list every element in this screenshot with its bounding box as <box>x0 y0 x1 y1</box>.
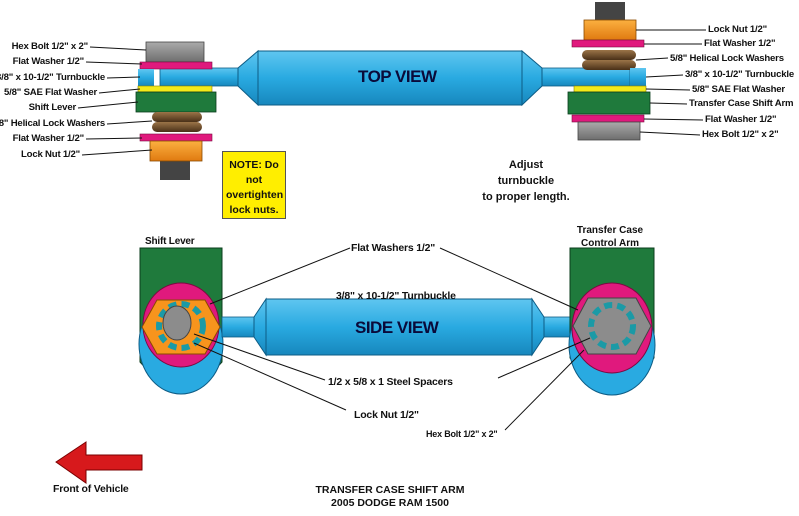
label-left-lock-nut: Lock Nut 1/2" <box>21 149 80 160</box>
label-right-flat-washer-bottom: Flat Washer 1/2" <box>705 114 777 125</box>
right-lock-nut <box>583 19 637 41</box>
right-flat-washer-top <box>571 39 645 48</box>
right-sae-washer <box>573 85 647 93</box>
label-flat-washers: Flat Washers 1/2" <box>351 242 436 254</box>
side-view-leader-lines <box>193 247 591 431</box>
left-lock-washer-2 <box>152 122 202 132</box>
left-hex-bolt-head <box>145 41 205 63</box>
label-right-lock-washers: 5/8" Helical Lock Washers <box>670 53 784 64</box>
label-transfer-case-arm: Transfer Case Control Arm <box>560 224 660 250</box>
left-flat-washer-bottom <box>139 133 213 142</box>
label-right-sae-washer: 5/8" SAE Flat Washer <box>692 84 785 95</box>
adjust-line-1: Adjust <box>508 159 544 171</box>
label-right-flat-washer-top: Flat Washer 1/2" <box>704 38 776 49</box>
label-right-hex-bolt: Hex Bolt 1/2" x 2" <box>702 129 779 140</box>
right-bolt-end <box>595 2 625 24</box>
left-lock-washer-1 <box>152 112 202 122</box>
top-view-leader-lines <box>77 29 706 156</box>
footer-title: TRANSFER CASE SHIFT ARM 2005 DODGE RAM 1… <box>290 484 490 510</box>
label-right-lock-nut: Lock Nut 1/2" <box>708 24 767 35</box>
right-shift-arm <box>567 91 651 115</box>
left-shift-lever <box>135 91 217 113</box>
front-arrow <box>55 441 143 484</box>
right-flat-washer-bottom <box>571 114 645 123</box>
label-side-hex-bolt: Hex Bolt 1/2" x 2" <box>426 429 498 439</box>
label-side-lock-nut: Lock Nut 1/2" <box>354 409 419 421</box>
top-view-turnbuckle <box>159 49 631 107</box>
side-view-title: SIDE VIEW <box>355 318 439 337</box>
label-spacers: 1/2 x 5/8 x 1 Steel Spacers <box>328 376 453 388</box>
label-right-turnbuckle: 3/8" x 10-1/2" Turnbuckle <box>685 69 794 80</box>
side-view-shift-lever <box>138 247 224 395</box>
adjust-line-3: to proper length. <box>482 191 570 203</box>
right-lock-washer-2 <box>582 60 636 70</box>
label-left-sae-washer: 5/8" SAE Flat Washer <box>4 87 97 98</box>
left-lock-nut <box>149 140 203 162</box>
left-sae-washer <box>137 85 213 93</box>
label-right-shift-arm: Transfer Case Shift Arm <box>689 98 794 109</box>
right-hex-bolt-head <box>577 121 641 141</box>
warning-note: NOTE: Do not overtighten lock nuts. <box>222 151 286 219</box>
front-of-vehicle-label: Front of Vehicle <box>53 483 129 495</box>
left-flat-washer-top <box>139 61 213 70</box>
label-left-flat-washer-top: Flat Washer 1/2" <box>12 56 85 67</box>
transfer-case-line-2: Control Arm <box>581 238 639 249</box>
footer-line-1: TRANSFER CASE SHIFT ARM <box>315 484 465 496</box>
label-left-lock-washers: 5/8" Helical Lock Washers <box>0 118 105 129</box>
top-view-title: TOP VIEW <box>358 67 437 86</box>
label-left-shift-lever: Shift Lever <box>28 102 77 113</box>
adjust-line-2: turnbuckle <box>497 175 555 187</box>
right-lock-washer-1 <box>582 50 636 60</box>
side-view-control-arm <box>568 247 656 396</box>
top-view-left-stack <box>135 41 217 180</box>
side-view-turnbuckle <box>221 297 575 357</box>
label-side-shift-lever: Shift Lever <box>145 236 195 247</box>
label-side-turnbuckle: 3/8" x 10-1/2" Turnbuckle <box>336 290 456 302</box>
label-left-flat-washer-bottom: Flat Washer 1/2" <box>12 133 85 144</box>
label-left-hex-bolt: Hex Bolt 1/2" x 2" <box>11 41 89 52</box>
adjust-instruction: Adjust turnbuckle to proper length. <box>466 157 586 205</box>
transfer-case-line-1: Transfer Case <box>576 225 644 236</box>
footer-line-2: 2005 DODGE RAM 1500 <box>331 497 449 509</box>
label-left-turnbuckle: 3/8" x 10-1/2" Turnbuckle <box>0 72 105 83</box>
